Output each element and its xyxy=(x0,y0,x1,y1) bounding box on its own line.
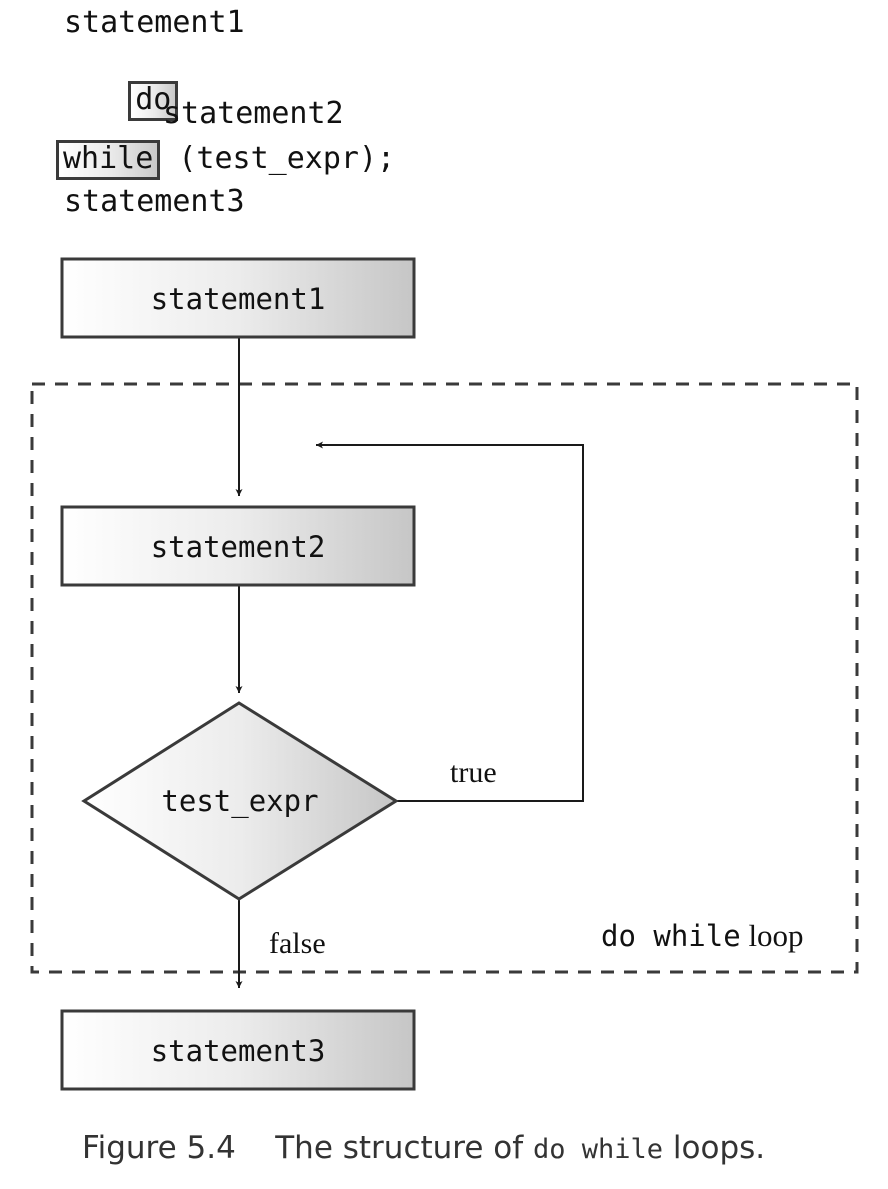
code-line-while: while (test_expr); xyxy=(56,140,395,180)
statement3-box xyxy=(60,1009,416,1091)
while-condition: (test_expr); xyxy=(160,141,396,176)
test-expr-label: test_expr xyxy=(161,784,318,819)
code-line-do: do xyxy=(56,51,179,151)
statement1-box xyxy=(60,257,416,339)
region-label: do while loop xyxy=(601,918,804,953)
statement1-box-label: statement1 xyxy=(151,282,326,316)
statement2-box-label: statement2 xyxy=(151,530,326,564)
code-line-statement2: statement2 xyxy=(163,96,344,131)
statement2-box xyxy=(60,505,416,587)
true-loop-back-arrow xyxy=(316,441,584,802)
region-label-text: loop xyxy=(741,918,804,953)
test-expr-diamond xyxy=(81,701,399,901)
do-keyword-box: do xyxy=(128,81,179,121)
caption-text-after: loops. xyxy=(663,1130,766,1166)
statement3-box-label: statement3 xyxy=(151,1034,326,1068)
do-while-region xyxy=(30,382,859,974)
figure-caption: Figure 5.4 The structure of do while loo… xyxy=(82,1130,765,1166)
caption-code: do while xyxy=(533,1134,664,1165)
while-keyword-box: while xyxy=(56,140,161,180)
false-label: false xyxy=(269,927,326,960)
region-label-code: do while xyxy=(601,919,741,953)
figure-number: Figure 5.4 xyxy=(82,1130,236,1166)
code-line-statement3: statement3 xyxy=(64,184,245,219)
true-label: true xyxy=(450,756,497,789)
code-line-statement1: statement1 xyxy=(64,5,245,40)
caption-text-before: The structure of xyxy=(275,1130,534,1166)
